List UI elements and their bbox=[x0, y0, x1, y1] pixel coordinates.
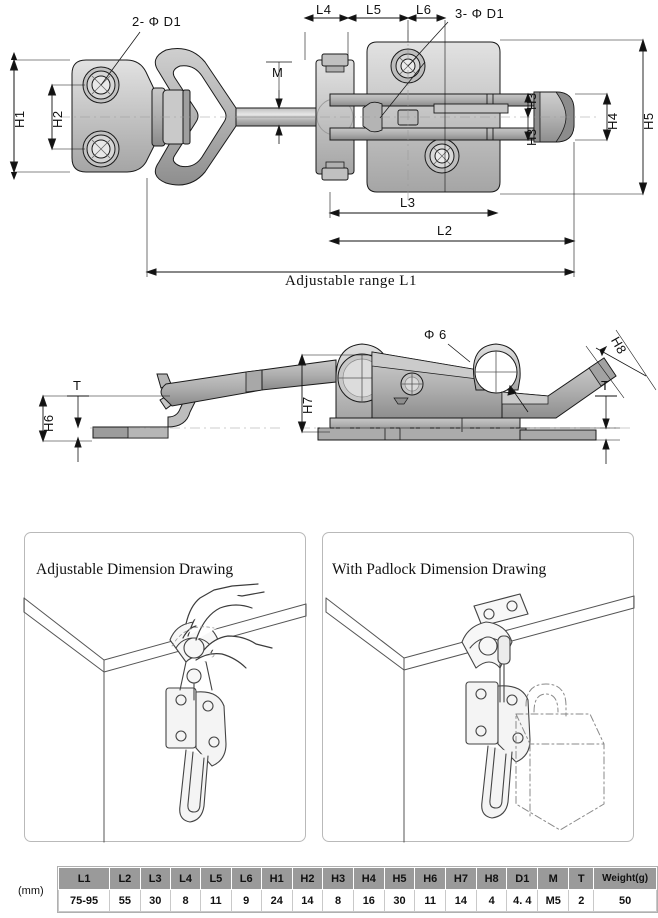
cell-h5: 30 bbox=[383, 889, 416, 912]
panel-title-padlock: With Padlock Dimension Drawing bbox=[332, 561, 547, 578]
dim-l1-adjustable-range: Adjustable range L1 bbox=[285, 273, 417, 289]
col-weight: Weight(g) bbox=[593, 867, 657, 890]
cell-l4: 8 bbox=[169, 889, 202, 912]
col-m: M bbox=[537, 867, 570, 890]
cell-h2: 14 bbox=[291, 889, 324, 912]
cell-h1: 24 bbox=[260, 889, 293, 912]
dim-h7: H7 bbox=[300, 396, 315, 414]
dim-h3-lower: H3 bbox=[524, 128, 539, 146]
cell-l3: 30 bbox=[139, 889, 171, 912]
cell-h6: 11 bbox=[414, 889, 447, 912]
col-l1: L1 bbox=[57, 867, 111, 890]
dim-h2: H2 bbox=[50, 110, 65, 128]
dim-l3: L3 bbox=[400, 195, 416, 210]
cell-h3: 8 bbox=[322, 889, 354, 912]
dim-h4: H4 bbox=[605, 112, 620, 130]
spec-table: L1 L2 L3 L4 L5 L6 H1 H2 H3 H4 H5 H6 H7 H… bbox=[57, 867, 657, 912]
spec-table-wrapper: L1 L2 L3 L4 L5 L6 H1 H2 H3 H4 H5 H6 H7 H… bbox=[57, 866, 658, 918]
cell-l1: 75-95 bbox=[57, 889, 111, 912]
col-h5: H5 bbox=[383, 867, 416, 890]
cell-t: 2 bbox=[568, 889, 595, 912]
dim-h1: H1 bbox=[12, 110, 27, 128]
cell-weight: 50 bbox=[593, 889, 657, 912]
cell-m: M5 bbox=[537, 889, 570, 912]
cell-l2: 55 bbox=[109, 889, 141, 912]
col-l4: L4 bbox=[169, 867, 202, 890]
dim-h8: H8 bbox=[608, 334, 630, 357]
cell-h7: 14 bbox=[445, 889, 477, 912]
callout-2-phi-d1: 2- Φ D1 bbox=[132, 14, 182, 29]
col-d1: D1 bbox=[506, 867, 539, 890]
col-l3: L3 bbox=[139, 867, 171, 890]
col-l2: L2 bbox=[109, 867, 141, 890]
col-h2: H2 bbox=[291, 867, 324, 890]
dim-h5: H5 bbox=[641, 112, 656, 130]
col-h3: H3 bbox=[322, 867, 354, 890]
cell-l6: 9 bbox=[230, 889, 262, 912]
col-l6: L6 bbox=[230, 867, 262, 890]
dim-l5: L5 bbox=[366, 2, 382, 17]
dim-t-left: T bbox=[73, 378, 82, 393]
col-l5: L5 bbox=[200, 867, 232, 890]
panel-title-adjustable: Adjustable Dimension Drawing bbox=[36, 561, 234, 578]
dim-l2: L2 bbox=[437, 223, 453, 238]
cell-h8: 4 bbox=[475, 889, 508, 912]
dim-h3-upper: H3 bbox=[524, 92, 539, 110]
cell-l5: 11 bbox=[200, 889, 232, 912]
unit-label: (mm) bbox=[18, 885, 44, 897]
col-h6: H6 bbox=[414, 867, 447, 890]
col-h8: H8 bbox=[475, 867, 508, 890]
cell-h4: 16 bbox=[352, 889, 385, 912]
dim-h6: H6 bbox=[41, 414, 56, 432]
col-h7: H7 bbox=[445, 867, 477, 890]
col-h1: H1 bbox=[260, 867, 293, 890]
dim-t-right: T bbox=[601, 378, 610, 393]
dim-phi-6: Φ 6 bbox=[424, 327, 447, 342]
col-t: T bbox=[568, 867, 595, 890]
table-row: 75-95 55 30 8 11 9 24 14 8 16 30 11 14 4 bbox=[57, 889, 657, 912]
table-header-row: L1 L2 L3 L4 L5 L6 H1 H2 H3 H4 H5 H6 H7 H… bbox=[57, 867, 657, 890]
cell-d1: 4. 4 bbox=[506, 889, 539, 912]
callout-3-phi-d1: 3- Φ D1 bbox=[455, 6, 505, 21]
dim-l6: L6 bbox=[416, 2, 432, 17]
col-h4: H4 bbox=[352, 867, 385, 890]
callout-m-thread: M bbox=[272, 65, 284, 80]
dim-l4: L4 bbox=[316, 2, 332, 17]
